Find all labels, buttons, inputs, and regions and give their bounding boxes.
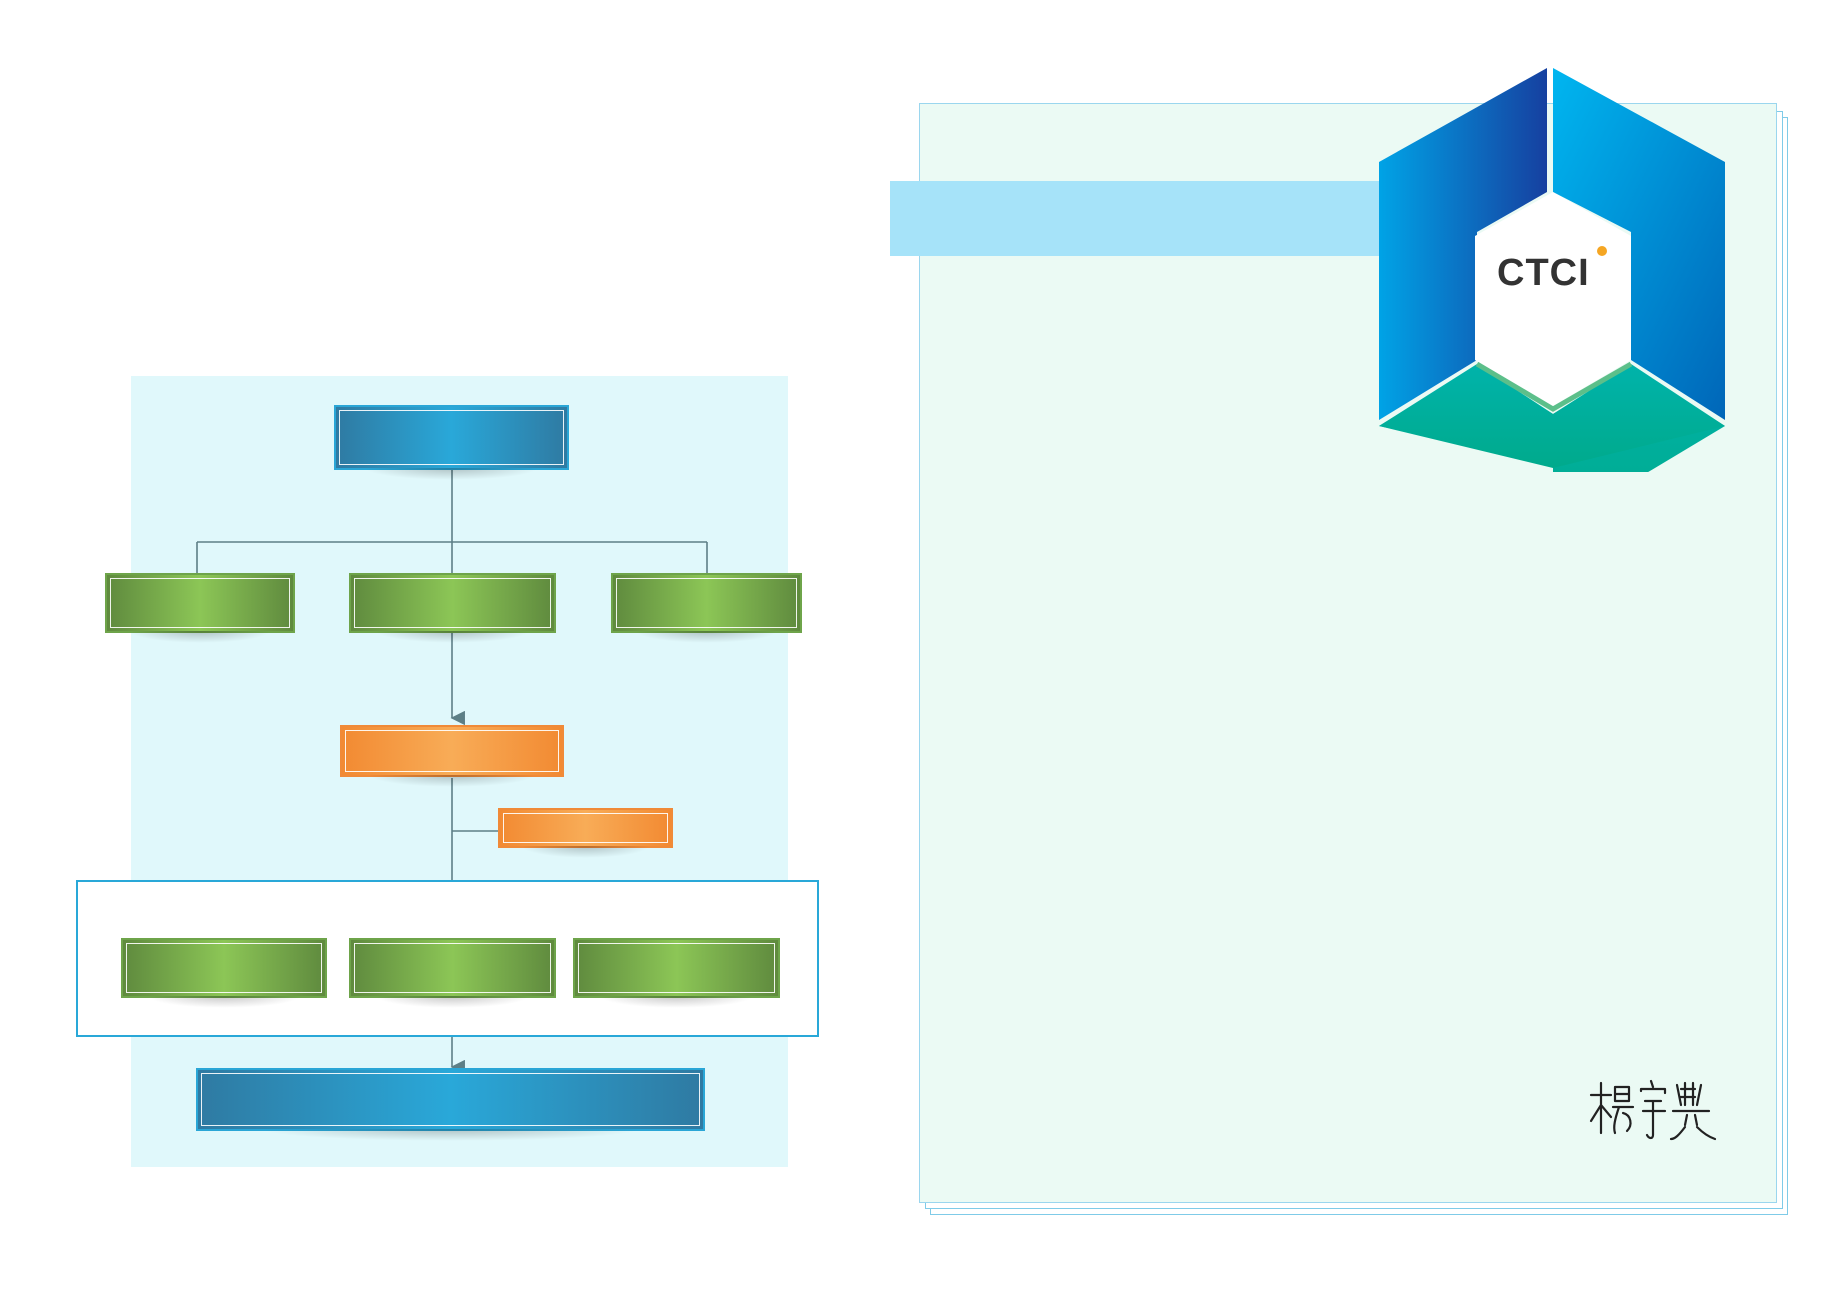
orange-node-main: [340, 725, 564, 787]
handwritten-signature: [1589, 1079, 1717, 1141]
title-band: [890, 181, 1400, 256]
green-process-node-3: [573, 938, 780, 1008]
logo-wordmark: CTCI: [1497, 252, 1590, 294]
green-node-left: [105, 573, 295, 643]
green-node-right: [611, 573, 802, 643]
ctci-logo-icon: [1379, 68, 1725, 472]
green-process-node-1: [121, 938, 327, 1008]
bottom-result-node: [196, 1068, 705, 1141]
green-process-node-2: [349, 938, 556, 1008]
orange-node-side: [498, 808, 673, 858]
root-node: [334, 405, 569, 480]
logo-dot: [1597, 246, 1607, 256]
green-node-center: [349, 573, 556, 643]
